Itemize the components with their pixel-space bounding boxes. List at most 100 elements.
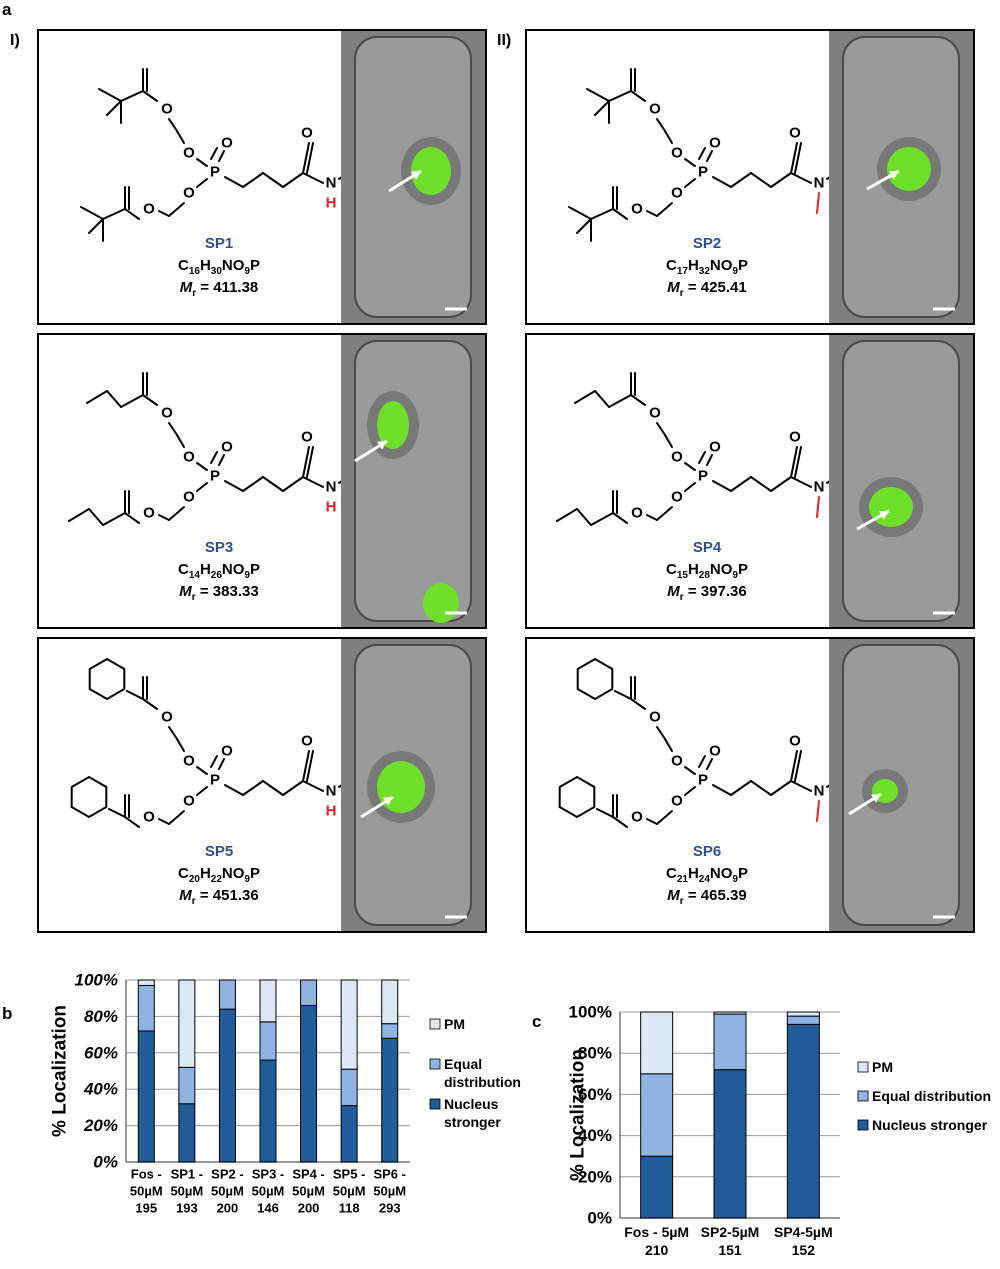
x-tick-label: 193 bbox=[176, 1201, 198, 1216]
bar-segment-pm bbox=[640, 1011, 674, 1075]
micrograph bbox=[341, 335, 485, 627]
chemical-structure: POOOOOONOHH bbox=[80, 68, 341, 242]
phosphoryl-oxygen: O bbox=[709, 135, 721, 152]
ether-oxygen-upper: O bbox=[183, 449, 195, 466]
x-tick-label: 200 bbox=[217, 1201, 239, 1216]
legend-label: Equal distribution bbox=[872, 1088, 991, 1104]
bar-segment-pm bbox=[786, 1011, 820, 1017]
phosphoryl-oxygen: O bbox=[709, 743, 721, 760]
formula-subscript: 32 bbox=[698, 266, 710, 277]
micrograph bbox=[341, 639, 485, 931]
molecular-formula: C20H22NO9P bbox=[139, 865, 299, 885]
formula-subscript: 9 bbox=[732, 266, 738, 277]
molecular-mass: Mr = 451.36 bbox=[139, 887, 299, 907]
mr-symbol: M bbox=[667, 887, 680, 904]
formula-element: P bbox=[249, 257, 260, 274]
compound-panel-sp1: POOOOOONOHHSP1C16H30NO9PMr = 411.38 bbox=[37, 29, 487, 325]
compound-name: SP1 bbox=[204, 235, 234, 252]
formula-element: H bbox=[199, 257, 211, 274]
bar-segment-pm bbox=[713, 1011, 747, 1015]
bar-segment-equal-distribution bbox=[137, 984, 155, 1032]
x-tick-label: 200 bbox=[298, 1201, 320, 1216]
micrograph-cell-image bbox=[829, 31, 973, 323]
formula-subscript: 9 bbox=[244, 874, 250, 885]
micrograph-cell-image bbox=[829, 335, 973, 627]
bar-segment-nucleus-stronger bbox=[340, 1105, 358, 1163]
x-tick-label: SP3 - bbox=[252, 1167, 285, 1182]
x-tick-label: Fos - bbox=[131, 1167, 162, 1182]
y-tick-label: 0% bbox=[93, 1153, 118, 1172]
x-tick-label: 210 bbox=[645, 1242, 669, 1258]
bar-segment-nucleus-stronger bbox=[218, 1008, 236, 1163]
ester-oxygen-upper: O bbox=[649, 405, 661, 422]
compound-name: SP3 bbox=[204, 539, 234, 556]
micrograph bbox=[341, 31, 485, 323]
bar-segment-equal-distribution bbox=[218, 979, 236, 1010]
fluorescent-nucleus bbox=[869, 487, 913, 527]
formula-element: H bbox=[199, 865, 211, 882]
x-tick-label: SP5 - bbox=[333, 1167, 366, 1182]
n-methyl-bond bbox=[816, 496, 820, 518]
x-tick-label: SP4 - bbox=[292, 1167, 325, 1182]
carbonyl-oxygen: O bbox=[789, 125, 801, 142]
micrograph-cell-image bbox=[341, 639, 485, 931]
bar-segment-equal-distribution bbox=[259, 1021, 277, 1061]
y-tick-label: 60% bbox=[84, 1043, 118, 1062]
x-tick-label: SP6 - bbox=[373, 1167, 406, 1182]
formula-subscript: 21 bbox=[676, 874, 688, 885]
nitrogen-atom: N bbox=[814, 783, 825, 800]
phosphorus-atom: P bbox=[210, 772, 220, 789]
molecular-mass: Mr = 383.33 bbox=[139, 583, 299, 603]
formula-subscript: 24 bbox=[698, 874, 710, 885]
formula-subscript: 16 bbox=[188, 266, 200, 277]
ether-oxygen-lower: O bbox=[671, 793, 683, 810]
formula-element: C bbox=[177, 561, 189, 578]
formula-element: NO bbox=[221, 865, 245, 882]
structure-drawing: POOOOOONOHH bbox=[70, 657, 341, 828]
mr-symbol: M bbox=[179, 887, 192, 904]
x-tick-label: Fos - 5µM bbox=[624, 1224, 689, 1240]
x-tick-label: SP2 - bbox=[211, 1167, 244, 1182]
benzene-ring bbox=[88, 657, 126, 701]
chemical-structure: POOOOOONOH bbox=[556, 372, 829, 526]
ester-oxygen-lower: O bbox=[631, 809, 643, 826]
formula-element: C bbox=[177, 865, 189, 882]
ether-oxygen-upper: O bbox=[671, 145, 683, 162]
mr-subscript: r bbox=[191, 592, 196, 603]
formula-subscript: 14 bbox=[188, 570, 200, 581]
ether-oxygen-lower: O bbox=[183, 793, 195, 810]
x-tick-label: SP2-5µM bbox=[701, 1224, 760, 1240]
n-methyl-bond bbox=[816, 192, 820, 214]
bar-segment-nucleus-stronger bbox=[786, 1023, 820, 1219]
mr-subscript: r bbox=[679, 288, 684, 299]
ester-oxygen-lower: O bbox=[631, 505, 643, 522]
x-tick-label: 50µM bbox=[292, 1184, 325, 1199]
ester-oxygen-lower: O bbox=[143, 809, 155, 826]
phosphorus-atom: P bbox=[698, 164, 708, 181]
molecular-mass: Mr = 465.39 bbox=[627, 887, 787, 907]
legend-swatch bbox=[857, 1119, 869, 1131]
legend-swatch bbox=[429, 1058, 441, 1070]
compound-panel-sp6: POOOOOONOHSP6C21H24NO9PMr = 465.39 bbox=[525, 637, 975, 933]
ether-oxygen-upper: O bbox=[183, 753, 195, 770]
bar-segment-nucleus-stronger bbox=[178, 1103, 196, 1163]
structure-drawing: POOOOOONOH bbox=[558, 657, 829, 828]
legend-label: PM bbox=[872, 1059, 893, 1075]
x-tick-label: SP4-5µM bbox=[774, 1224, 833, 1240]
bar-segment-pm bbox=[340, 979, 358, 1070]
formula-subscript: 17 bbox=[676, 266, 688, 277]
bar-segment-equal-distribution bbox=[178, 1066, 196, 1105]
bar-segment-nucleus-stronger bbox=[259, 1059, 277, 1163]
formula-element: P bbox=[737, 865, 748, 882]
molecular-formula: C17H32NO9P bbox=[627, 257, 787, 277]
y-axis-label: % Localization bbox=[568, 1049, 589, 1181]
fluorescent-nucleus bbox=[887, 147, 931, 191]
phosphoryl-oxygen: O bbox=[221, 743, 233, 760]
x-tick-label: 152 bbox=[792, 1242, 816, 1258]
benzene-ring bbox=[70, 775, 108, 819]
ether-oxygen-upper: O bbox=[183, 145, 195, 162]
fluorescent-nucleus bbox=[377, 401, 409, 449]
mr-value: = 411.38 bbox=[196, 279, 259, 296]
mr-value: = 451.36 bbox=[195, 887, 259, 904]
formula-element: NO bbox=[709, 257, 733, 274]
